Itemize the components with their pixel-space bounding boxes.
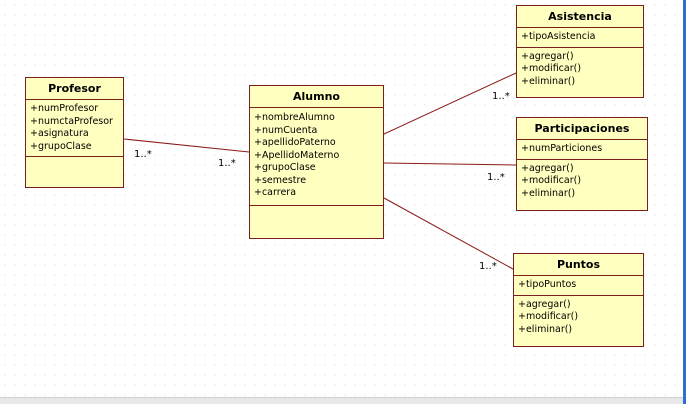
- class-name: Puntos: [514, 254, 643, 276]
- class-alumno[interactable]: Alumno +nombreAlumno +numCuenta +apellid…: [249, 85, 384, 239]
- attribute: +apellidoPaterno: [254, 137, 336, 148]
- methods-section: [250, 206, 383, 212]
- attributes-section: +tipoAsistencia: [517, 28, 643, 48]
- attribute: +ApellidoMaterno: [254, 149, 340, 161]
- methods-section: +agregar() +modificar() +eliminar(): [517, 48, 643, 92]
- attribute: +asignatura: [30, 128, 89, 139]
- multiplicity-puntos-end: 1..*: [479, 261, 497, 272]
- method: +eliminar(): [518, 323, 573, 335]
- attribute: +grupoClase: [30, 140, 92, 152]
- attributes-section: +numProfesor +numctaProfesor +asignatura…: [26, 100, 123, 157]
- multiplicity-asistencia-end: 1..*: [492, 91, 510, 102]
- class-puntos[interactable]: Puntos +tipoPuntos +agregar() +modificar…: [513, 253, 644, 347]
- multiplicity-alumno-end: 1..*: [218, 158, 236, 169]
- method: +agregar(): [521, 162, 574, 174]
- association-profesor-alumno[interactable]: [123, 138, 250, 153]
- method: +modificar(): [521, 63, 582, 74]
- methods-section: +agregar() +modificar() +eliminar(): [517, 160, 647, 204]
- class-name: Participaciones: [517, 118, 647, 140]
- methods-section: [26, 157, 123, 163]
- attribute: +nombreAlumno: [254, 112, 335, 123]
- method: +agregar(): [521, 50, 574, 62]
- attributes-section: +nombreAlumno +numCuenta +apellidoPatern…: [250, 108, 383, 206]
- multiplicity-participaciones-end: 1..*: [487, 172, 505, 183]
- class-asistencia[interactable]: Asistencia +tipoAsistencia +agregar() +m…: [516, 5, 644, 98]
- methods-section: +agregar() +modificar() +eliminar(): [514, 296, 643, 340]
- method: +agregar(): [518, 298, 571, 310]
- attributes-section: +tipoPuntos: [514, 276, 643, 296]
- association-alumno-participaciones[interactable]: [383, 162, 517, 166]
- method: +modificar(): [521, 175, 582, 186]
- method: +eliminar(): [521, 75, 576, 87]
- attribute: +semestre: [254, 174, 307, 186]
- window-edge: [683, 0, 686, 404]
- method: +eliminar(): [521, 187, 576, 199]
- attribute: +tipoPuntos: [518, 279, 577, 290]
- class-name: Alumno: [250, 86, 383, 108]
- attribute: +carrera: [254, 187, 297, 198]
- multiplicity-profesor-end: 1..*: [134, 149, 152, 160]
- class-participaciones[interactable]: Participaciones +numParticiones +agregar…: [516, 117, 648, 211]
- attribute: +tipoAsistencia: [521, 31, 596, 42]
- attribute: +numctaProfesor: [30, 115, 113, 127]
- attribute: +numParticiones: [521, 143, 603, 154]
- attribute: +numCuenta: [254, 124, 318, 136]
- attributes-section: +numParticiones: [517, 140, 647, 160]
- attribute: +grupoClase: [254, 162, 316, 173]
- attribute: +numProfesor: [30, 103, 99, 114]
- method: +modificar(): [518, 311, 579, 322]
- class-profesor[interactable]: Profesor +numProfesor +numctaProfesor +a…: [25, 77, 124, 188]
- class-name: Profesor: [26, 78, 123, 100]
- association-alumno-asistencia[interactable]: [383, 72, 517, 135]
- association-alumno-puntos[interactable]: [383, 197, 514, 270]
- bottom-status-strip: [0, 397, 686, 404]
- class-name: Asistencia: [517, 6, 643, 28]
